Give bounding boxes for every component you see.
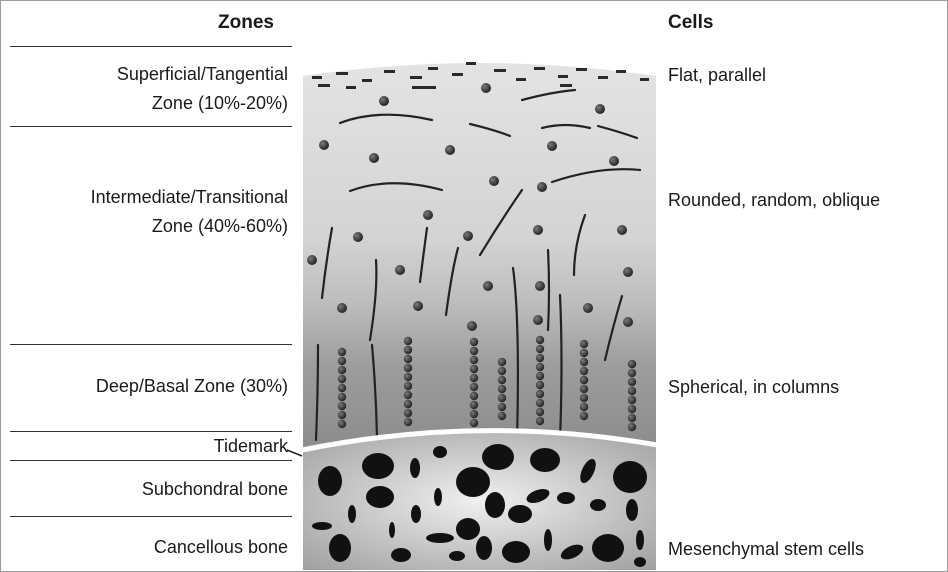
articular-cartilage (303, 63, 656, 450)
tidemark-pointer (287, 450, 302, 456)
